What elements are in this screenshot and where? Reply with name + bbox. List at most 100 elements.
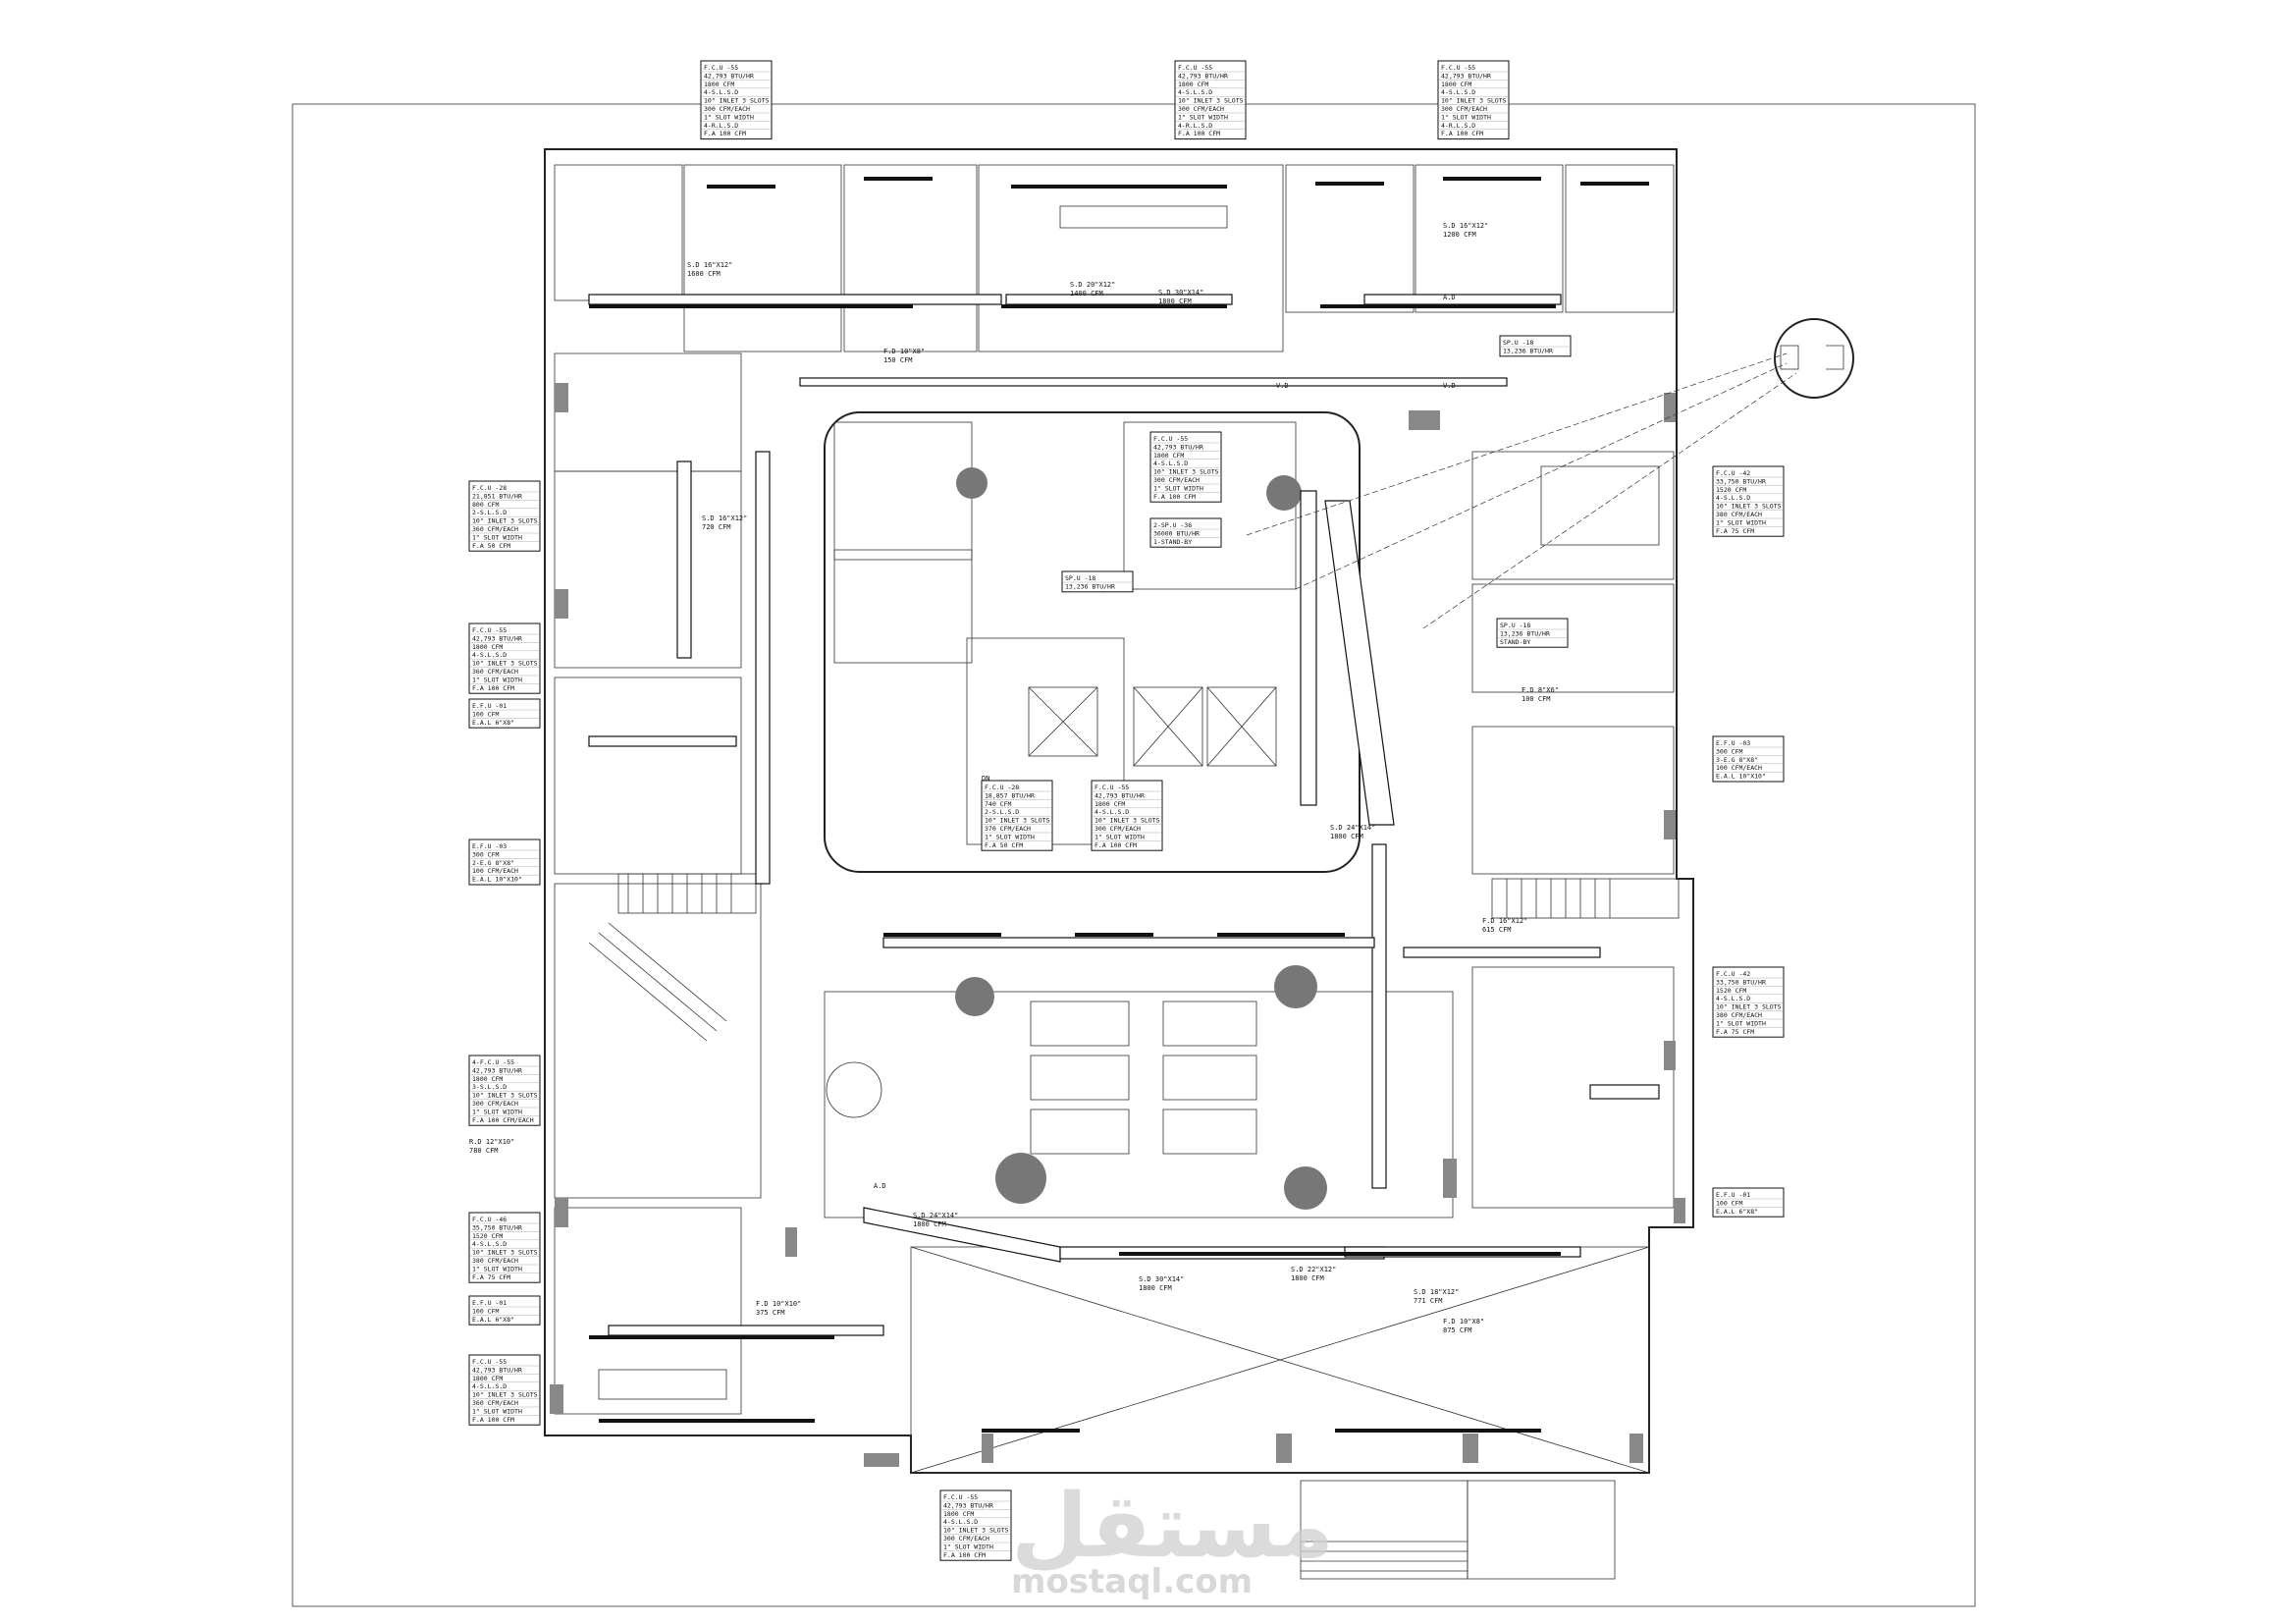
equipment-tag-line: STAND-BY xyxy=(1500,638,1530,646)
equipment-tag-line: 1" SLOT WIDTH xyxy=(985,833,1035,840)
equipment-tag-line: E.A.L 10"X10" xyxy=(472,876,522,884)
duct-label: S.D 24"X14" xyxy=(1330,824,1375,832)
shafts xyxy=(550,383,1685,1467)
equipment-tag-line: 2-SP.U -36 xyxy=(1153,521,1192,529)
equipment-tag-line: 360 CFM/EACH xyxy=(472,525,518,533)
equipment-tag-line: 33,750 BTU/HR xyxy=(1716,477,1766,485)
equipment-tag-box xyxy=(1499,335,1572,357)
equipment-tag-line: 10" INLET 3 SLOTS xyxy=(472,1391,538,1399)
equipment-tag-line: 18,857 BTU/HR xyxy=(985,791,1035,799)
title-block xyxy=(1300,1480,1616,1580)
equipment-tag-line: F.A 100 CFM xyxy=(1178,130,1220,137)
equipment-tag-line: 1800 CFM xyxy=(472,1375,503,1382)
duct-label: 615 CFM xyxy=(1482,926,1512,934)
equipment-tag-line: 300 CFM/EACH xyxy=(1153,476,1200,484)
drawing-frame xyxy=(292,103,1976,1607)
equipment-tag-line: 1" SLOT WIDTH xyxy=(943,1543,993,1550)
equipment-tag-line: 4-S.L.S.D xyxy=(1441,88,1475,96)
column-markers xyxy=(955,467,1327,1210)
equipment-tag-line: E.F.U -01 xyxy=(472,702,507,710)
duct-label: A.D xyxy=(874,1182,886,1190)
duct-label: 1800 CFM xyxy=(1330,833,1363,840)
workstations xyxy=(598,205,1660,1400)
equipment-tag-line: 1520 CFM xyxy=(472,1232,503,1240)
equipment-tag-line: 42,793 BTU/HR xyxy=(472,1366,522,1374)
equipment-tag-line: 13,236 BTU/HR xyxy=(1500,629,1550,637)
equipment-tag-line: E.F.U -03 xyxy=(472,842,507,850)
core-room xyxy=(833,421,973,561)
equipment-tag-line: 300 CFM/EACH xyxy=(1441,105,1487,113)
equipment-tag-line: 4-S.L.S.D xyxy=(1716,995,1750,1002)
equipment-tag-box xyxy=(1712,1187,1785,1218)
stair-right xyxy=(1491,878,1680,919)
duct-label: F.D 10"X8" xyxy=(883,348,925,355)
return-lines xyxy=(1246,352,1797,629)
equipment-tag-line: 100 CFM/EACH xyxy=(472,867,518,875)
equipment-tag-box xyxy=(1061,570,1134,593)
duct-label: DN xyxy=(982,775,989,783)
equipment-tag-line: E.A.L 6"X8" xyxy=(472,1316,514,1324)
watermark-latin: mostaql.com xyxy=(1011,1562,1253,1601)
equipment-tag-line: 1800 CFM xyxy=(1178,81,1208,88)
equipment-tag-line: F.C.U -55 xyxy=(1178,64,1212,72)
equipment-tag-line: F.A 50 CFM xyxy=(472,542,510,550)
duct-label: 1600 CFM xyxy=(687,270,721,278)
equipment-tag-line: E.F.U -01 xyxy=(472,1299,507,1307)
equipment-tag-line: 42,793 BTU/HR xyxy=(704,72,754,80)
duct-label: F.D 8"X6" xyxy=(1522,686,1559,694)
equipment-tag-line: 1800 CFM xyxy=(704,81,734,88)
duct-label: 100 CFM xyxy=(1522,695,1551,703)
detail-callout-unit xyxy=(1826,345,1844,370)
equipment-tag-line: F.C.U -55 xyxy=(472,626,507,634)
equipment-tag-line: 42,793 BTU/HR xyxy=(943,1501,993,1509)
equipment-tag-box xyxy=(1091,780,1163,851)
equipment-tag-line: 380 CFM/EACH xyxy=(1716,1011,1762,1019)
equipment-tag-line: F.A 100 CFM xyxy=(1095,841,1137,849)
equipment-tag-line: 10" INLET 3 SLOTS xyxy=(1178,97,1244,105)
core-room xyxy=(833,549,973,664)
equipment-tag-line: 13,236 BTU/HR xyxy=(1503,347,1553,354)
equipment-tag-box xyxy=(468,1354,541,1426)
equipment-tag-box xyxy=(1496,618,1569,648)
equipment-tag-line: 10" INLET 3 SLOTS xyxy=(472,660,538,668)
duct-label: S.D 20"X12" xyxy=(1070,281,1115,289)
equipment-tag-line: 300 CFM/EACH xyxy=(704,105,750,113)
equipment-tag-line: 42,793 BTU/HR xyxy=(1441,72,1491,80)
duct-label: S.D 24"X14" xyxy=(913,1212,958,1219)
equipment-tag-line: 10" INLET 3 SLOTS xyxy=(943,1527,1009,1535)
equipment-tag-box xyxy=(468,698,541,729)
equipment-tag-line: 10" INLET 3 SLOTS xyxy=(1716,1003,1782,1011)
equipment-tag-line: 4-S.L.S.D xyxy=(1153,460,1188,467)
duct-label: S.D 22"X12" xyxy=(1291,1266,1336,1273)
duct-label: S.D 30"X14" xyxy=(1158,289,1203,297)
equipment-tag-line: 21,851 BTU/HR xyxy=(472,492,522,500)
equipment-tag-line: 360 CFM/EACH xyxy=(472,1399,518,1407)
equipment-tag-box xyxy=(468,623,541,694)
duct-label: 1800 CFM xyxy=(1291,1274,1324,1282)
equipment-tag-line: 42,793 BTU/HR xyxy=(1153,443,1203,451)
equipment-tag-line: 10" INLET 3 SLOTS xyxy=(472,1092,538,1100)
equipment-tag-line: F.C.U -55 xyxy=(1441,64,1475,72)
detail-callout xyxy=(1774,318,1854,399)
equipment-tag-line: 10" INLET 3 SLOTS xyxy=(1441,97,1507,105)
equipment-tag-box xyxy=(468,1055,541,1126)
equipment-tag-line: F.C.U -55 xyxy=(1095,784,1129,791)
stair-left xyxy=(588,873,757,1042)
equipment-tag-line: F.A 75 CFM xyxy=(1716,1028,1754,1036)
duct-label: 150 CFM xyxy=(883,356,913,364)
equipment-tag-box xyxy=(981,780,1053,851)
equipment-tag-line: 800 CFM xyxy=(472,501,499,509)
